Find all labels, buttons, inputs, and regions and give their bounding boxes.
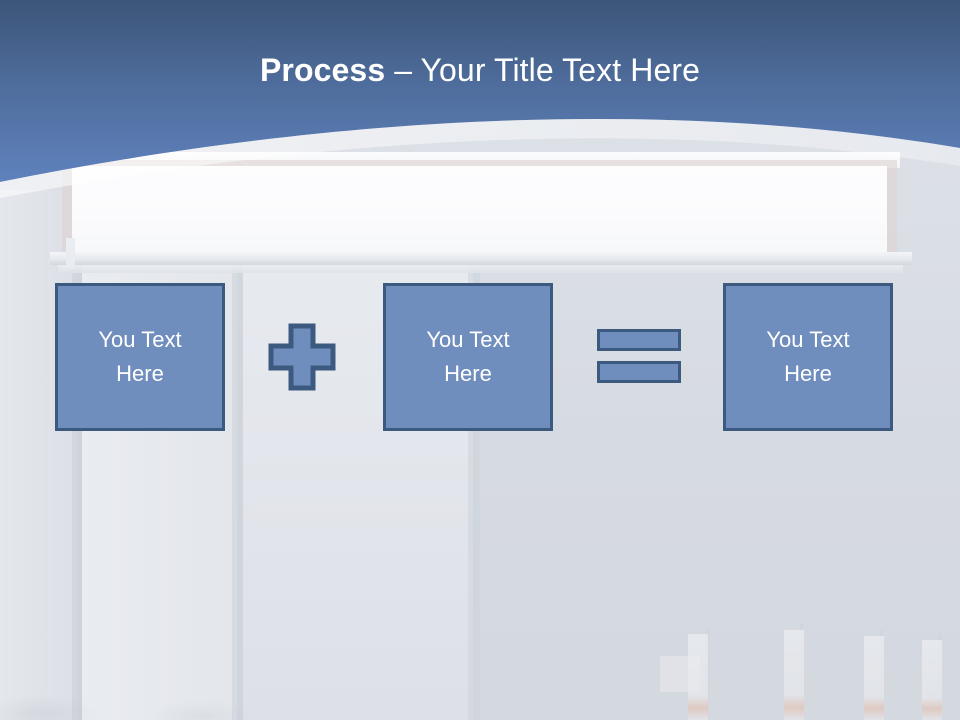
process-box-3-line1: You Text <box>766 327 850 352</box>
photo-wall-column-a <box>72 255 82 720</box>
process-box-3-line2: Here <box>784 361 832 386</box>
slide-header-band: Process – Your Title Text Here <box>0 0 960 200</box>
page-title: Process – Your Title Text Here <box>0 50 960 90</box>
process-box-3[interactable]: You Text Here <box>723 283 893 431</box>
process-box-2-line1: You Text <box>426 327 510 352</box>
photo-billboard-face <box>72 166 887 252</box>
equals-icon-bar-top <box>597 329 681 351</box>
photo-ledge-post <box>66 238 75 268</box>
equals-icon <box>597 329 681 385</box>
process-box-1-line1: You Text <box>98 327 182 352</box>
photo-wall-left <box>0 190 78 720</box>
photo-banner-3 <box>864 636 884 720</box>
process-box-2[interactable]: You Text Here <box>383 283 553 431</box>
photo-ledge <box>50 252 912 265</box>
process-box-2-line2: Here <box>444 361 492 386</box>
page-title-bold: Process <box>259 52 386 88</box>
photo-wall-column-b <box>232 258 246 720</box>
photo-ledge-secondary <box>58 265 903 273</box>
photo-treeline-left <box>0 630 300 720</box>
equals-icon-bar-bottom <box>597 361 681 383</box>
header-arc-shape <box>0 0 960 198</box>
photo-treeline-right <box>480 600 960 720</box>
page-title-rest: Your Title Text Here <box>420 52 701 88</box>
page-title-separator: – <box>385 52 421 88</box>
photo-banner-4 <box>922 640 942 720</box>
photo-banner-1 <box>688 634 708 720</box>
process-box-1-line2: Here <box>116 361 164 386</box>
photo-banner-2 <box>784 630 804 720</box>
plus-icon <box>268 323 336 391</box>
process-box-1[interactable]: You Text Here <box>55 283 225 431</box>
